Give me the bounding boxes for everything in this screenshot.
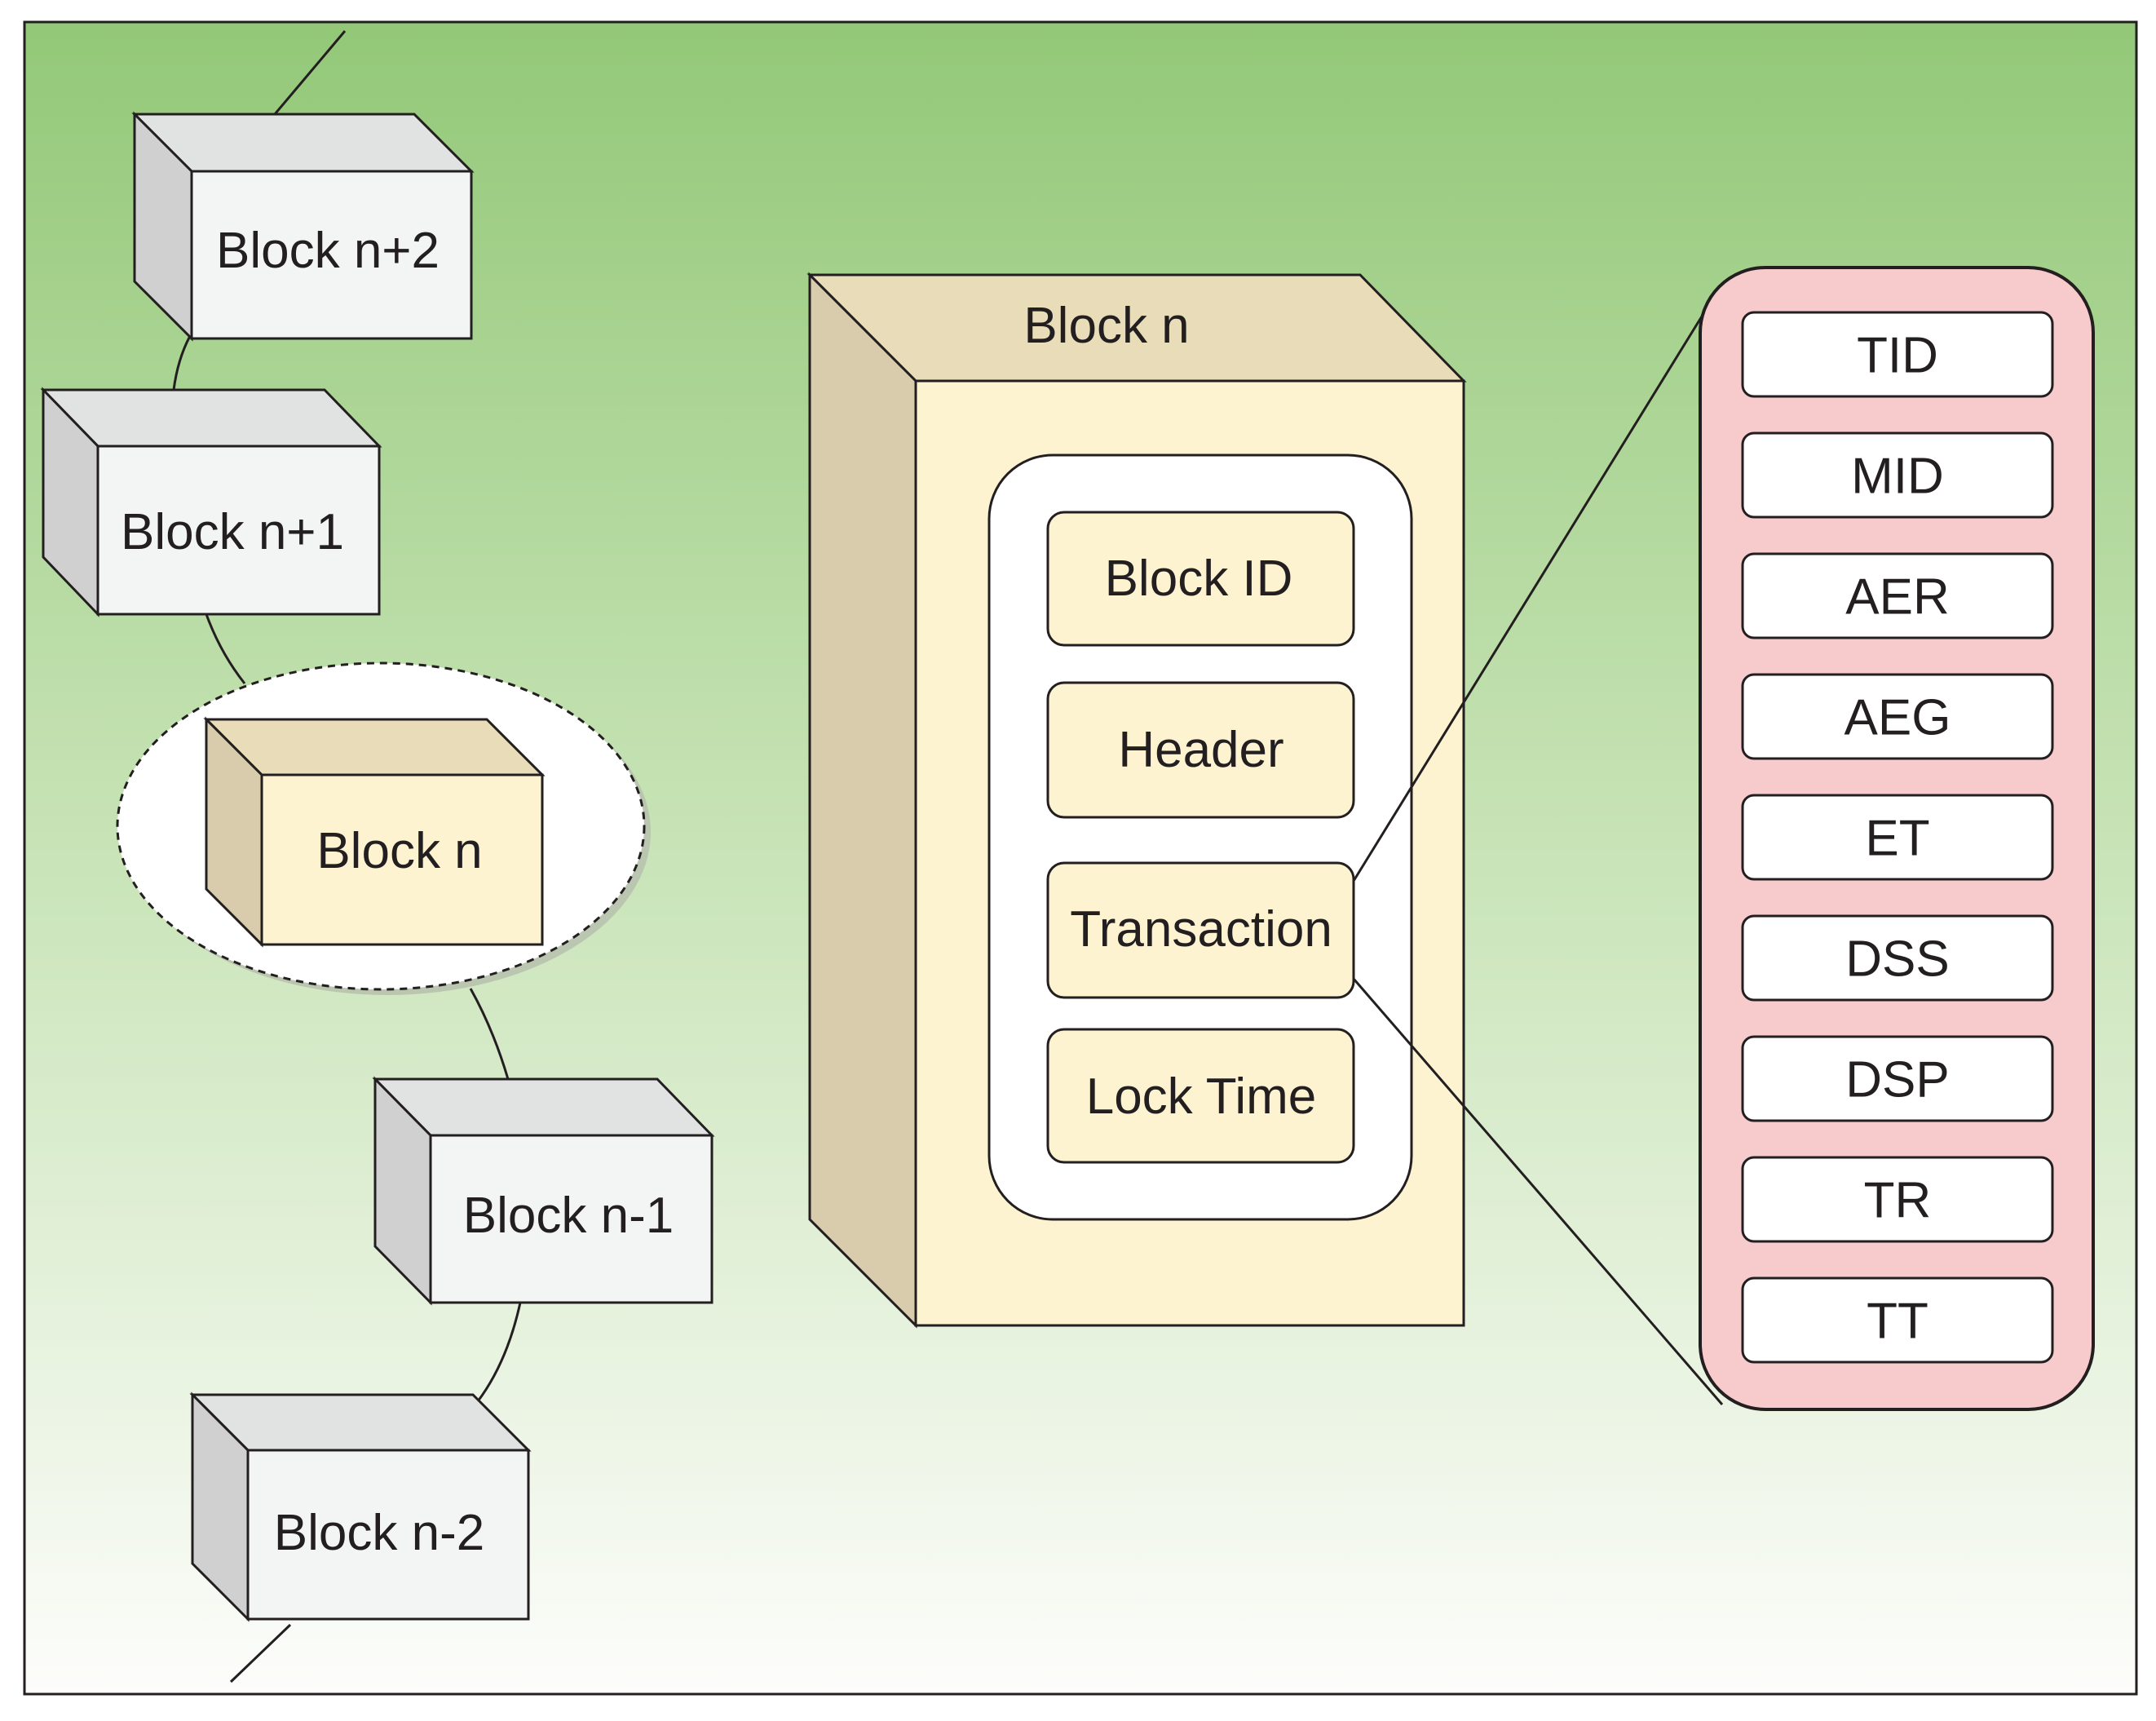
transaction-field-dsp: DSP (1741, 1035, 2054, 1122)
chain-block-n-1-label: Block n-1 (463, 1188, 674, 1244)
chain-links (172, 30, 522, 1683)
transaction-field-label: TID (1857, 328, 1938, 384)
chain-block-n+1-label: Block n+1 (121, 504, 344, 560)
transaction-field-box (1741, 794, 2054, 881)
transaction-field-mid: MID (1741, 431, 2054, 519)
chain-block-n: Block n (203, 716, 546, 948)
transaction-field-dss: DSS (1741, 914, 2054, 1002)
zoom-line-bottom (1352, 978, 1724, 1405)
chain-link-top (273, 30, 347, 115)
transaction-field-aeg: AEG (1741, 673, 2054, 760)
detail-field-block-id: Block ID (1046, 511, 1355, 647)
transaction-field-label: MID (1851, 449, 1944, 505)
chain-block-n+1: Block n+1 (40, 387, 382, 617)
transaction-field-tr: TR (1741, 1156, 2054, 1243)
chain-link-bottom (229, 1623, 292, 1683)
transaction-field-box (1741, 1276, 2054, 1364)
detail-field-transaction: Transaction (1046, 861, 1355, 999)
transaction-field-label: ET (1865, 811, 1929, 867)
detail-block-title: Block n (1023, 298, 1189, 354)
transaction-field-box (1741, 311, 2054, 398)
chain-block-n+2: Block n+2 (131, 111, 475, 342)
chain-link-n-n1 (469, 988, 510, 1080)
detail-field-header-label: Header (1118, 722, 1283, 778)
detail-field-block-id-label: Block ID (1105, 551, 1293, 607)
transaction-field-box (1741, 1035, 2054, 1122)
chain-block-n-2-label: Block n-2 (274, 1505, 484, 1561)
detail-field-lock-time: Lock Time (1046, 1028, 1355, 1164)
transaction-field-label: DSS (1845, 931, 1949, 988)
transaction-field-box (1741, 431, 2054, 519)
transaction-field-label: DSP (1845, 1052, 1949, 1108)
transaction-field-label: AEG (1845, 690, 1951, 746)
detail-field-transaction-label: Transaction (1070, 901, 1332, 958)
zoom-lines (1352, 312, 1724, 1405)
chain-link-n2-n1 (172, 335, 192, 391)
detail-block: Block n Block ID Header Transaction Lock… (806, 272, 1467, 1329)
chain-block-n-label: Block n (316, 823, 482, 879)
transaction-field-label: AER (1845, 569, 1949, 626)
chain-block-n-1: Block n-1 (372, 1076, 715, 1306)
detail-block-side (808, 272, 917, 1329)
transaction-field-et: ET (1741, 794, 2054, 881)
chain-link-n1-n2 (476, 1302, 522, 1402)
transaction-field-tid: TID (1741, 311, 2054, 398)
transaction-field-box (1741, 673, 2054, 760)
transaction-field-label: TT (1867, 1294, 1928, 1350)
detail-field-lock-time-label: Lock Time (1086, 1068, 1317, 1125)
transaction-field-label: TR (1864, 1173, 1932, 1229)
chain-link-n1-n (205, 613, 246, 684)
chain-block-n+2-label: Block n+2 (216, 223, 440, 279)
transaction-field-list: TID MID AER AEG ET DSS DSP TR TT (1741, 311, 2054, 1364)
transaction-field-box (1741, 1156, 2054, 1243)
transaction-field-box (1741, 914, 2054, 1002)
chain-block-n-2: Block n-2 (189, 1391, 532, 1622)
detail-field-header: Header (1046, 681, 1355, 819)
transaction-field-tt: TT (1741, 1276, 2054, 1364)
zoom-line-top (1352, 312, 1706, 882)
transaction-field-aer: AER (1741, 552, 2054, 639)
transaction-field-box (1741, 552, 2054, 639)
